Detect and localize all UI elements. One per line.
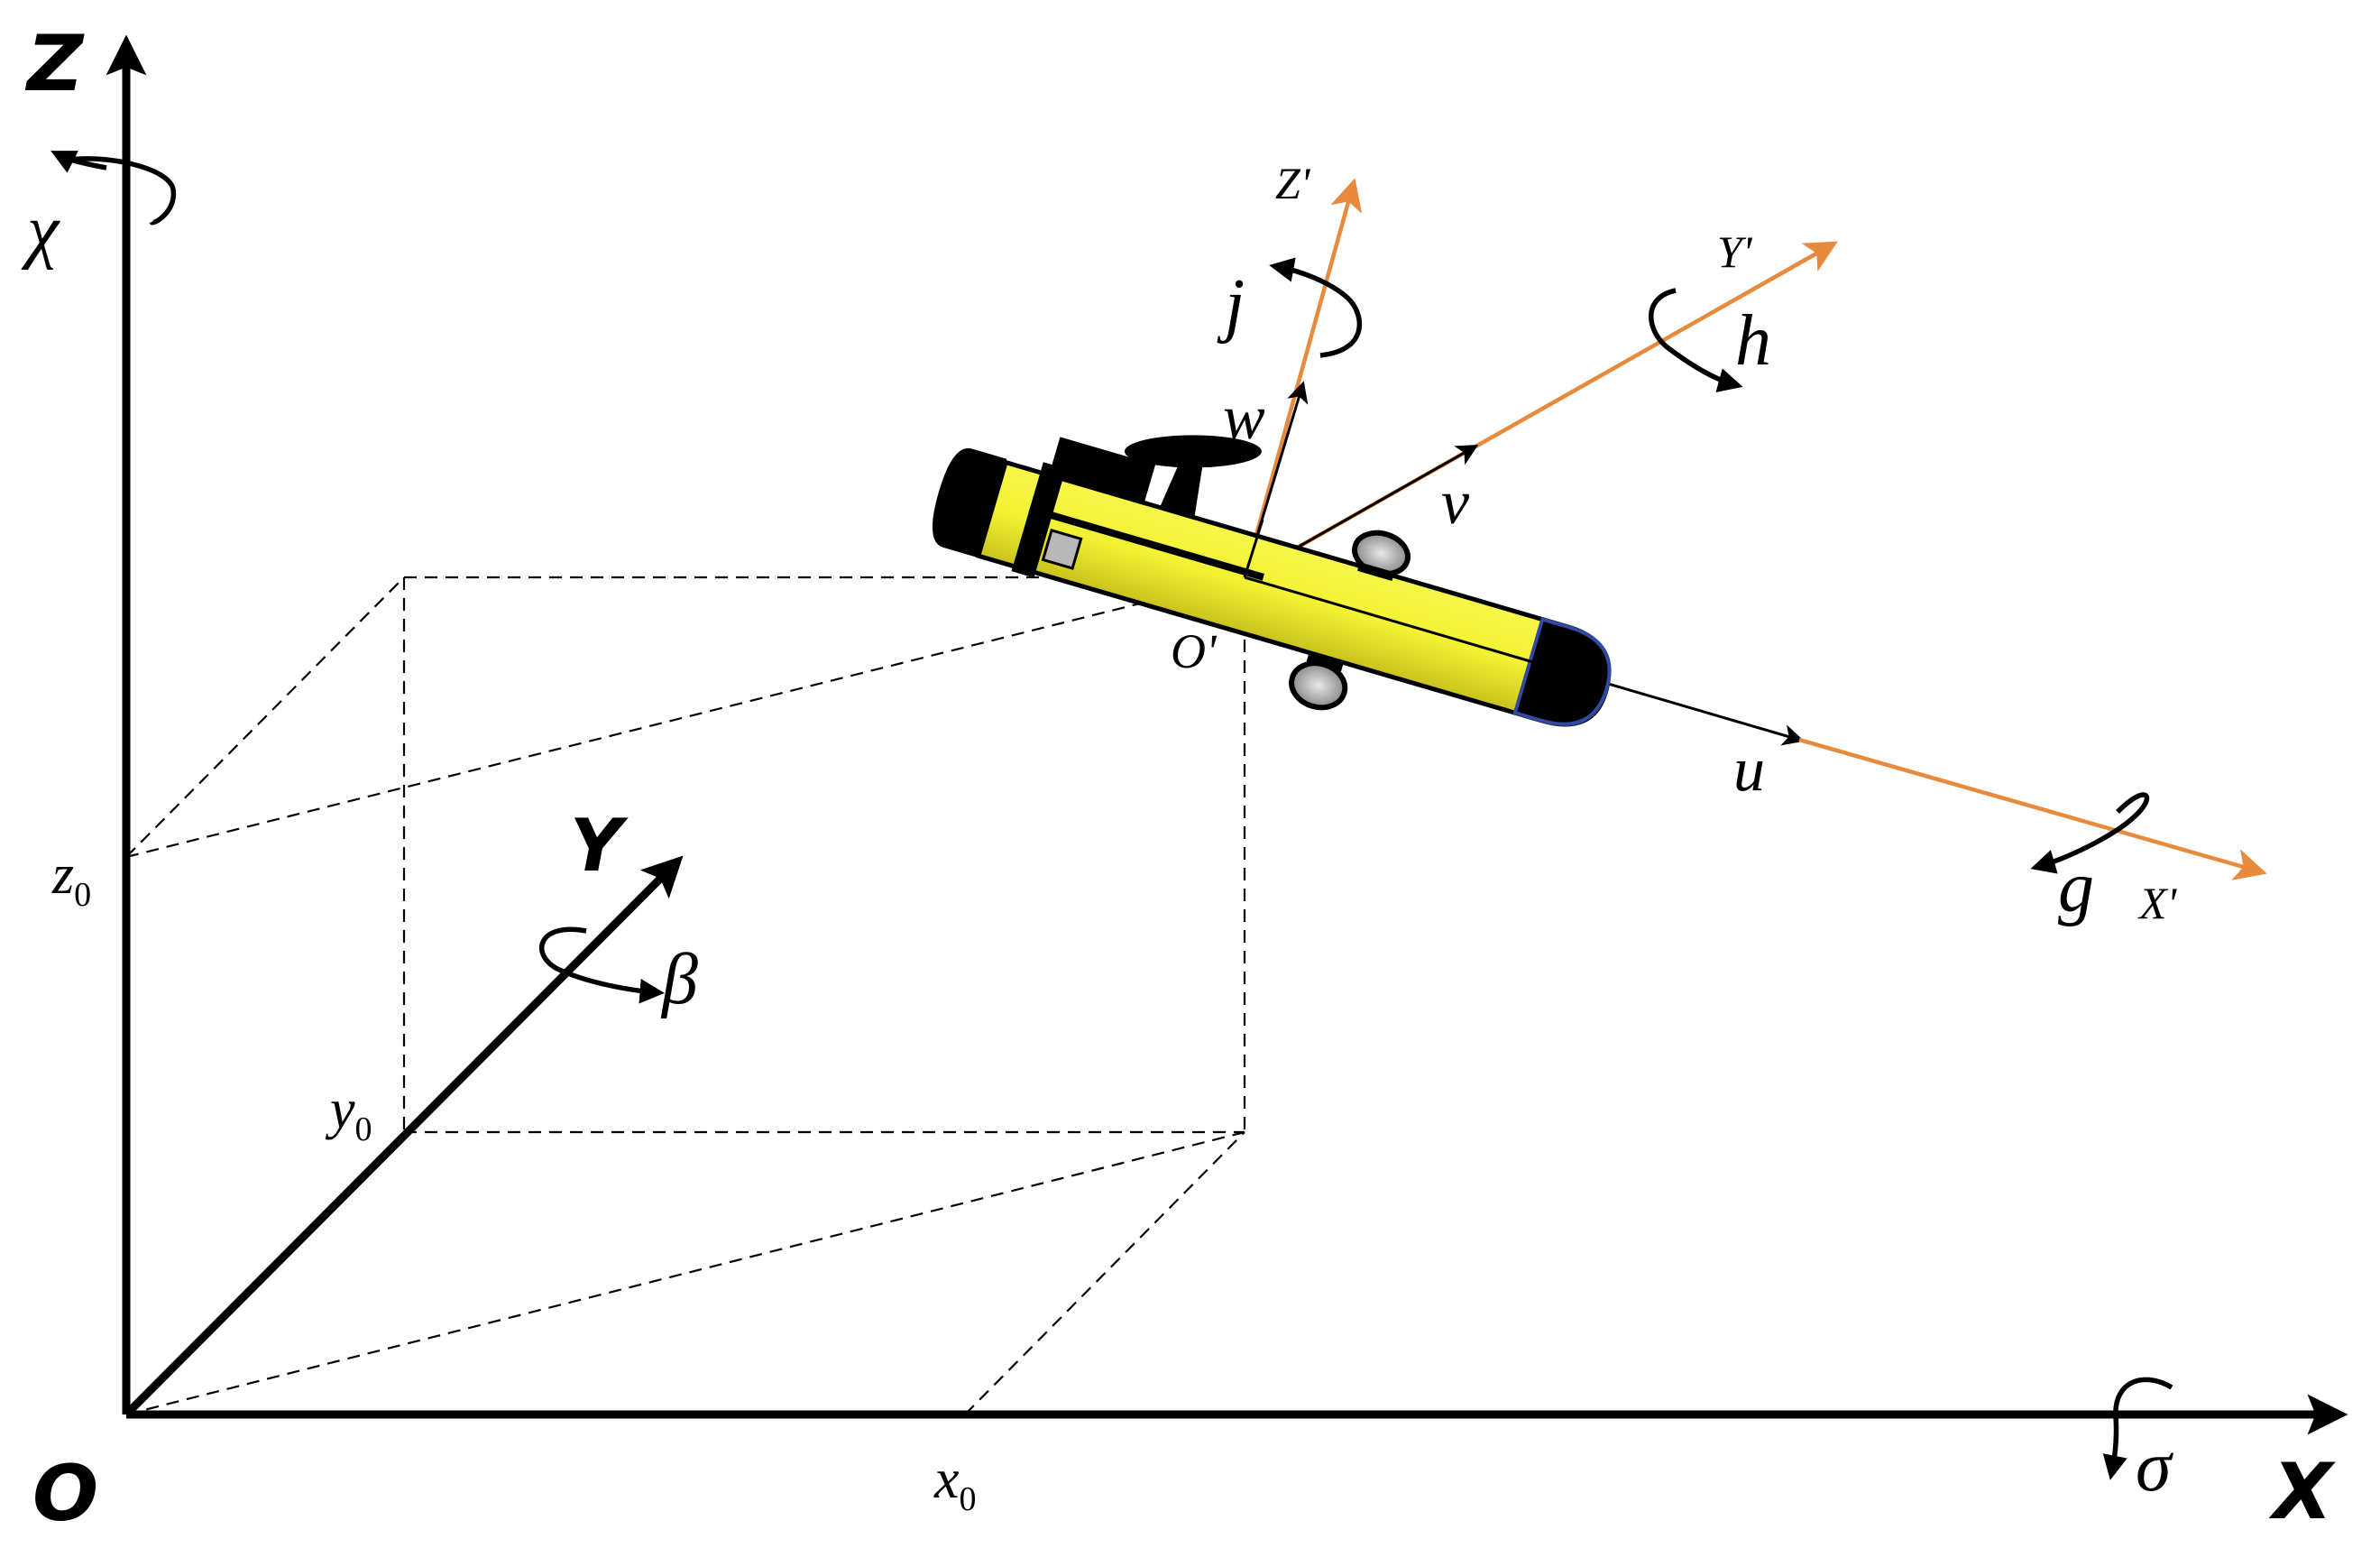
axis-y-label: Y bbox=[570, 804, 629, 888]
vel-v-label: v bbox=[1441, 468, 1470, 538]
vehicle-mast bbox=[1159, 456, 1204, 518]
svg-text:z0: z0 bbox=[51, 844, 91, 914]
rotation-z-arrow-icon bbox=[64, 156, 176, 226]
dash-z0-to-corner bbox=[125, 576, 405, 858]
y0-label: y0 bbox=[325, 1079, 372, 1148]
dash-x0-to-corner bbox=[964, 1131, 1245, 1415]
vehicle-mast-disc bbox=[1124, 435, 1262, 468]
body-z-axis-line bbox=[1242, 178, 1363, 578]
thruster-top bbox=[1352, 530, 1411, 582]
auv-vehicle bbox=[932, 435, 1612, 727]
thruster-bottom bbox=[1289, 650, 1348, 711]
axis-z-label: Z bbox=[24, 19, 85, 109]
rotation-j-arrow-icon bbox=[1269, 257, 1363, 358]
rot-g-label: g bbox=[2058, 848, 2094, 927]
axis-x-label: X bbox=[2268, 1447, 2336, 1537]
svg-text:x0: x0 bbox=[933, 1449, 977, 1518]
vehicle-tail-band bbox=[1011, 462, 1066, 578]
rot-h-label: h bbox=[1735, 301, 1771, 381]
rotation-z-arrow-tail-icon bbox=[51, 151, 107, 173]
dash-origin-to-corner bbox=[125, 1130, 1245, 1416]
y-axis-line bbox=[123, 855, 684, 1418]
vehicle-nose-cap bbox=[1512, 617, 1612, 726]
dash-z0-to-origin-prime bbox=[125, 576, 1245, 859]
body-w-over-origin bbox=[1243, 519, 1264, 578]
vehicle-tail-window bbox=[1041, 528, 1083, 570]
body-x-over-hull bbox=[1244, 576, 1534, 664]
body-z-label: Z' bbox=[1275, 158, 1311, 208]
vehicle-tail-top-block bbox=[1049, 437, 1156, 503]
rot-z-label: χ bbox=[21, 191, 60, 271]
origin-label: O bbox=[32, 1449, 98, 1539]
body-x-label: X' bbox=[2137, 878, 2178, 928]
x0-label: x0 bbox=[933, 1449, 977, 1518]
rot-j-label: j bbox=[1217, 265, 1245, 345]
vel-w-label: w bbox=[1223, 383, 1265, 453]
rotation-x-arrow-icon bbox=[2102, 1377, 2173, 1480]
rotation-g-arrow-icon bbox=[2030, 792, 2150, 874]
rot-x-label: σ bbox=[2136, 1427, 2173, 1507]
rotation-y-arrow-icon bbox=[539, 926, 665, 1004]
vel-u-label: u bbox=[1733, 735, 1765, 805]
rot-y-label: β bbox=[660, 940, 698, 1019]
body-y-label: Y' bbox=[1717, 226, 1753, 277]
body-x-axis-line bbox=[1798, 737, 2267, 880]
svg-text:y0: y0 bbox=[325, 1079, 372, 1148]
vehicle-tail bbox=[932, 447, 1007, 558]
vehicle-tail-stripe bbox=[1028, 505, 1265, 581]
projection-box bbox=[125, 576, 1246, 1416]
z0-label: z0 bbox=[51, 844, 91, 914]
global-axes bbox=[106, 34, 2348, 1435]
rotation-h-arrow-icon bbox=[1649, 288, 1743, 392]
body-origin-label: O' bbox=[1171, 624, 1218, 678]
